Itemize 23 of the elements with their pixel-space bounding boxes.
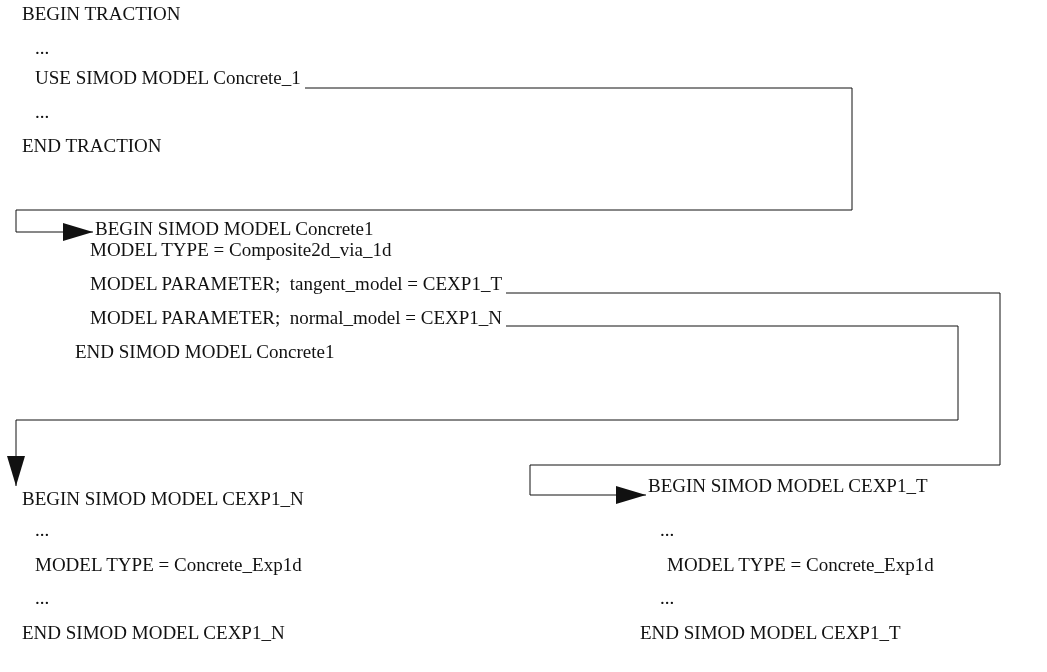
code-line: ... — [660, 587, 675, 609]
code-line: END SIMOD MODEL CEXP1_N — [22, 622, 285, 644]
code-line: END SIMOD MODEL CEXP1_T — [640, 622, 901, 644]
code-line: BEGIN SIMOD MODEL CEXP1_N — [22, 488, 304, 510]
connector-arrow — [15, 87, 853, 241]
code-line: MODEL PARAMETER; tangent_model = CEXP1_T — [90, 273, 502, 295]
code-line: USE SIMOD MODEL Concrete_1 — [35, 67, 301, 89]
code-line: BEGIN SIMOD MODEL CEXP1_T — [648, 475, 928, 497]
code-line: END SIMOD MODEL Concrete1 — [75, 341, 335, 363]
code-line: ... — [660, 519, 675, 541]
code-line: ... — [35, 101, 50, 123]
connector-arrow — [7, 325, 959, 487]
code-line: MODEL TYPE = Composite2d_via_1d — [90, 239, 392, 261]
code-line: ... — [35, 519, 50, 541]
code-line: ... — [35, 587, 50, 609]
code-line: BEGIN TRACTION — [22, 3, 181, 25]
code-line: BEGIN SIMOD MODEL Concrete1 — [95, 218, 374, 240]
code-line: MODEL PARAMETER; normal_model = CEXP1_N — [90, 307, 502, 329]
code-line: END TRACTION — [22, 135, 162, 157]
code-line: MODEL TYPE = Concrete_Exp1d — [35, 554, 302, 576]
code-line: MODEL TYPE = Concrete_Exp1d — [667, 554, 934, 576]
connector-arrow — [505, 292, 1001, 504]
code-line: ... — [35, 37, 50, 59]
